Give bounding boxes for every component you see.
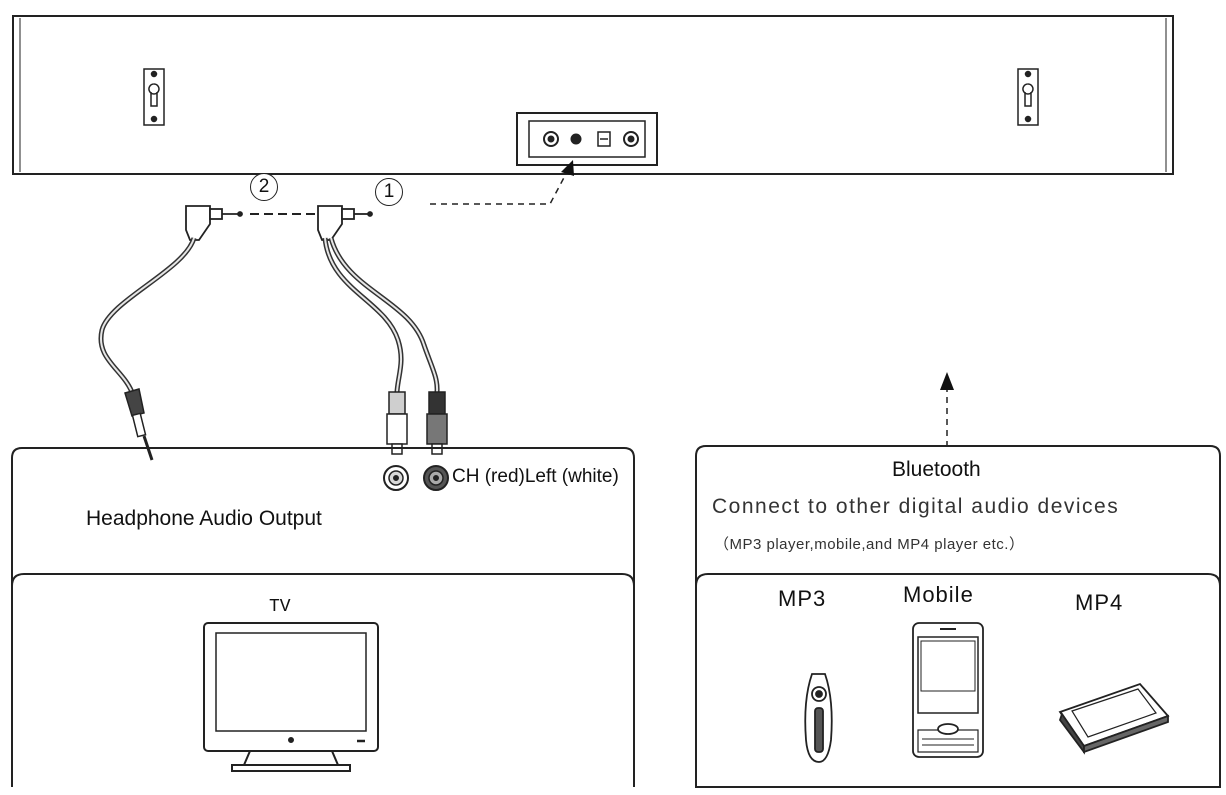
wall-mount-left xyxy=(143,68,165,126)
mp3-label: MP3 xyxy=(778,586,827,611)
tv-panel-frame xyxy=(11,447,635,787)
connect-devices-text: Connect to other digital audio devices xyxy=(712,495,1120,518)
rca-plug-white xyxy=(386,391,408,455)
device-examples-text: （MP3 player,mobile,and MP4 player etc.） xyxy=(714,536,1025,553)
rca-cable xyxy=(322,237,440,393)
bluetooth-arrow xyxy=(940,372,954,447)
step-2-marker: 2 xyxy=(250,173,278,201)
rca-jack-red xyxy=(423,465,449,491)
mobile-label: Mobile xyxy=(903,582,974,607)
wall-mount-right xyxy=(1017,68,1039,126)
mp3-player-icon xyxy=(804,673,833,763)
input-arrow xyxy=(430,160,574,205)
headphone-output-label: Headphone Audio Output xyxy=(86,507,322,530)
mobile-phone-icon xyxy=(912,622,984,758)
plug-headphone-cable xyxy=(185,205,243,241)
input-jack-panel xyxy=(516,112,658,166)
headphone-cable xyxy=(98,237,197,396)
rca-channel-label: CH (red)Left (white) xyxy=(452,466,619,487)
rca-plug-red xyxy=(426,391,448,455)
rca-jack-white xyxy=(383,465,409,491)
mp4-player-icon xyxy=(1058,682,1170,755)
tv-icon xyxy=(203,622,379,772)
step-1-marker: 1 xyxy=(375,178,403,206)
bluetooth-panel-frame xyxy=(695,445,1221,788)
mp4-label: MP4 xyxy=(1075,590,1124,615)
plug-rca-cable xyxy=(317,205,373,241)
headphone-plug-end xyxy=(124,388,154,461)
tv-label: TV xyxy=(269,597,291,617)
bluetooth-label: Bluetooth xyxy=(892,458,981,481)
